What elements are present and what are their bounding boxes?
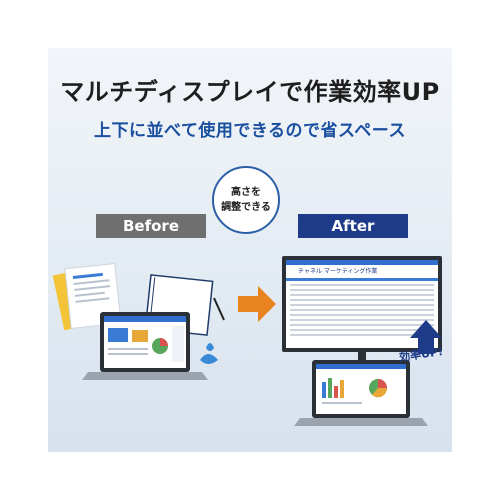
sweat-drop-icon [200, 343, 218, 364]
headline: マルチディスプレイで作業効率UP [60, 78, 440, 106]
up-arrow-icon [410, 320, 442, 354]
paper-stack-icon [52, 263, 122, 331]
before-label: Before [96, 214, 206, 238]
laptop-after-icon [294, 360, 428, 426]
laptop-before-icon [82, 312, 208, 380]
monitor-title: チャネル マーケティング作業 [298, 268, 378, 275]
subhead: 上下に並べて使用できるので省スペース [94, 121, 406, 141]
speech-bubble: 高さを 調整できる [212, 166, 280, 234]
bubble-line-1: 高さを [231, 187, 261, 198]
illustration [52, 256, 442, 426]
right-arrow-icon [238, 286, 276, 322]
promo-canvas: マルチディスプレイで作業効率UP 上下に並べて使用できるので省スペース Befo… [48, 48, 452, 452]
monitor-top-icon [282, 256, 442, 360]
after-label: After [298, 214, 408, 238]
bubble-line-2: 調整できる [221, 202, 271, 213]
